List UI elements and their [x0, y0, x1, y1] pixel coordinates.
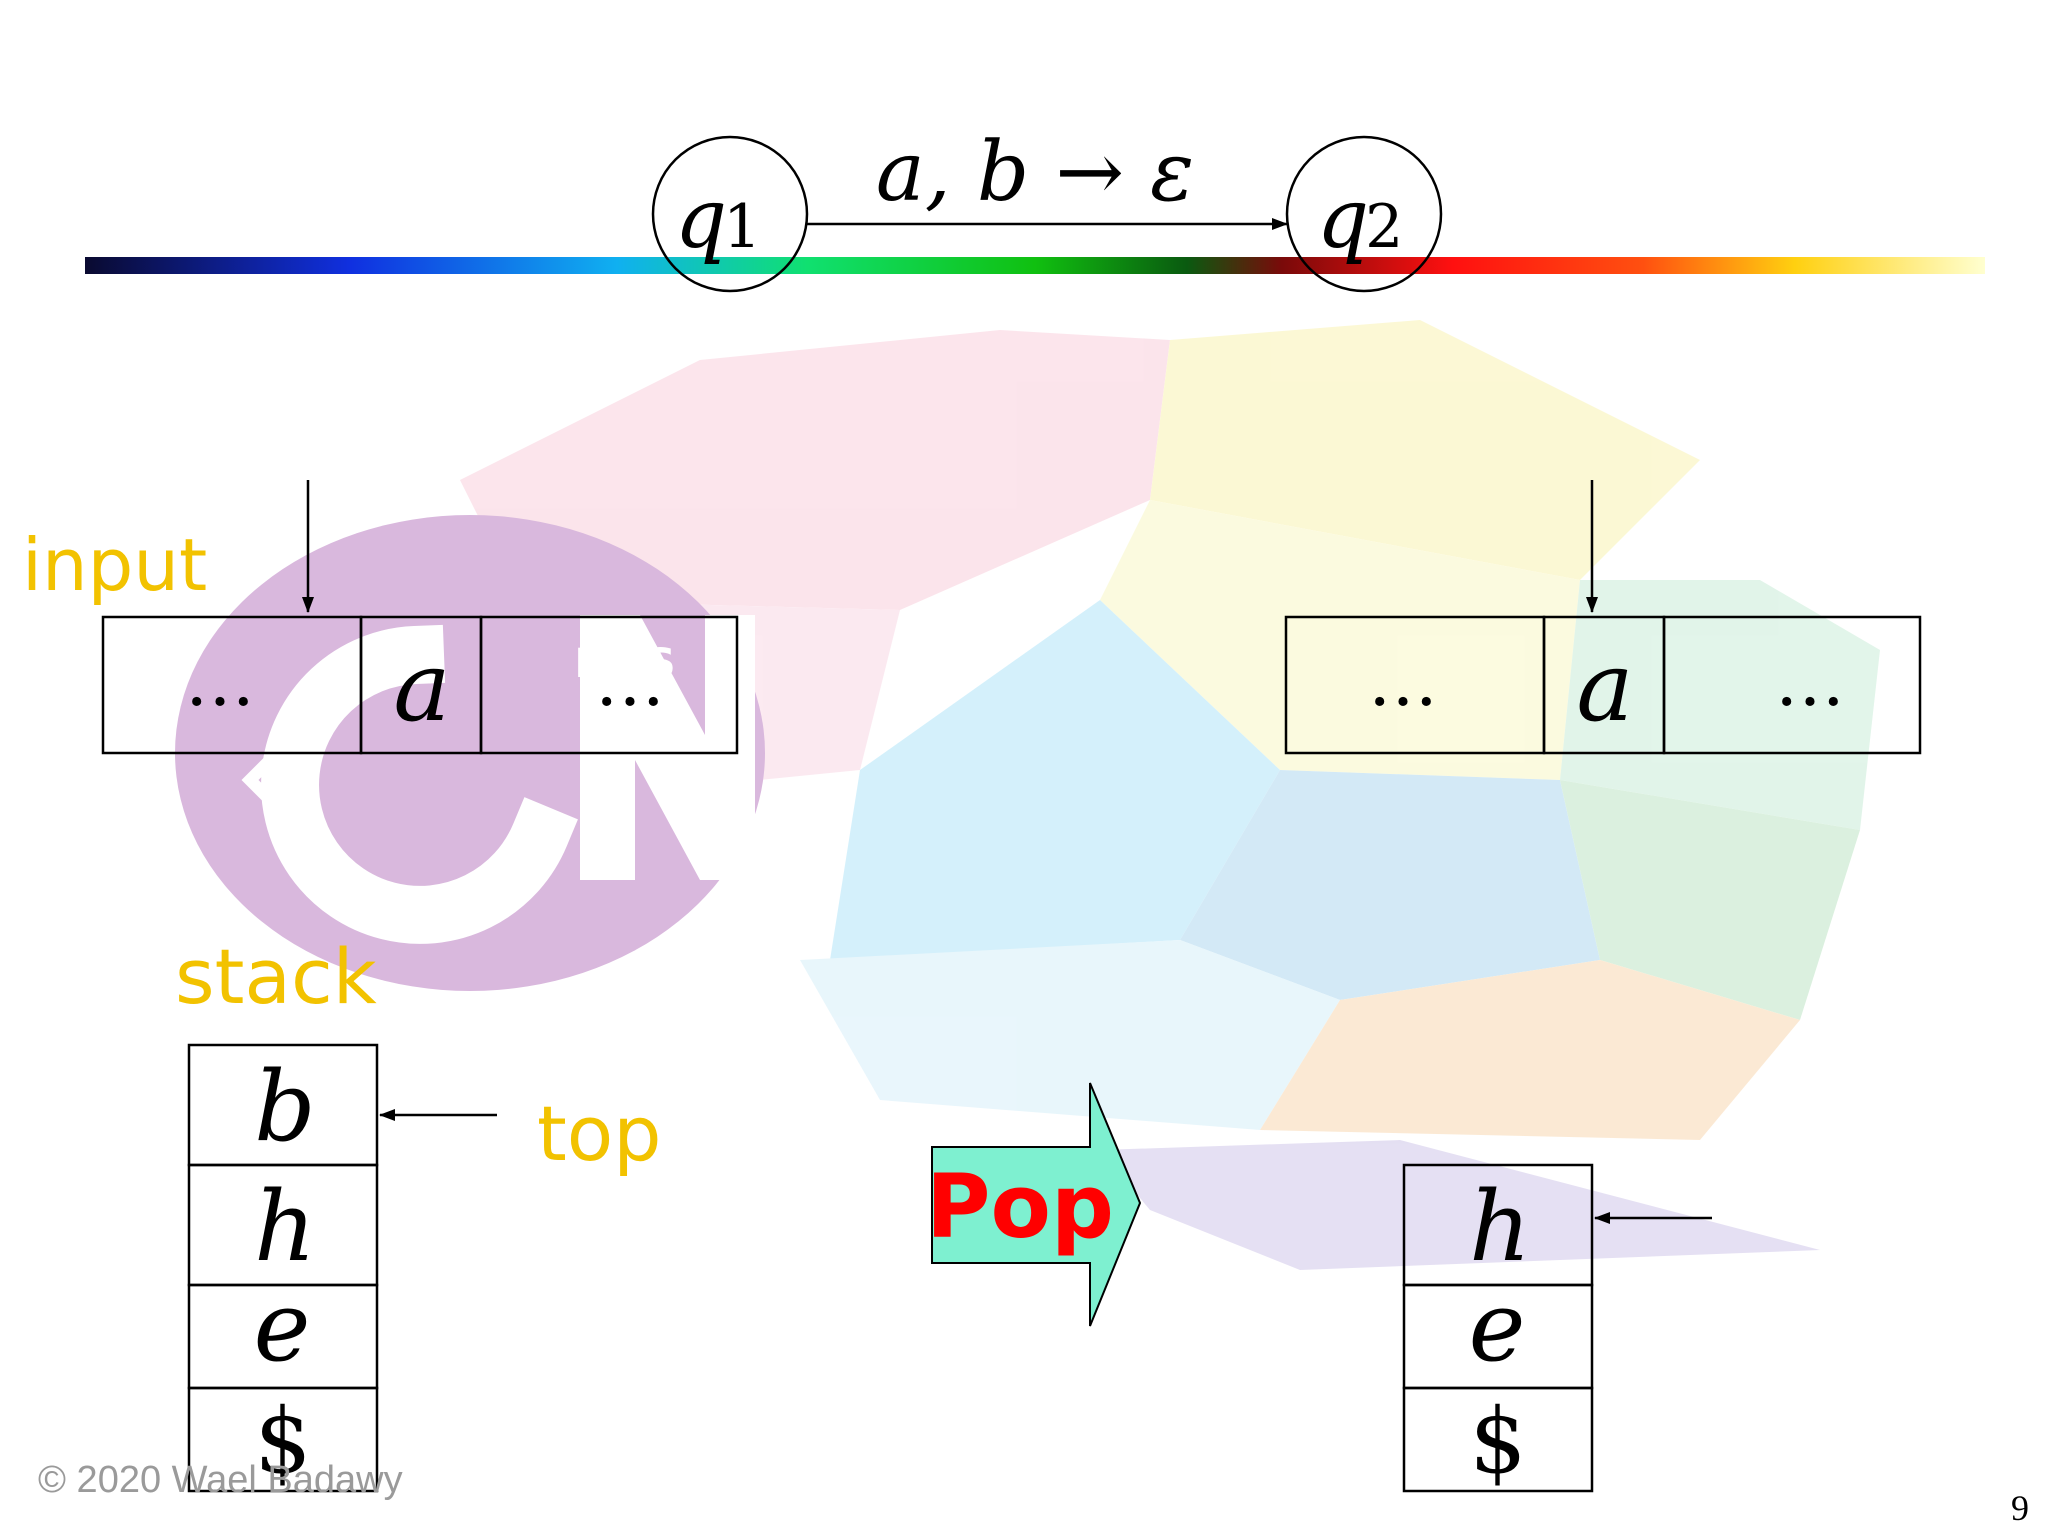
stack-label: stack: [175, 932, 377, 1021]
top-label: top: [537, 1089, 662, 1178]
state-q1-label: q1: [675, 172, 762, 267]
stack-after: h e $: [1402, 1163, 1712, 1494]
tape-symbol: a: [1576, 631, 1633, 743]
pop-arrow: Pop: [926, 1082, 1142, 1327]
stack-symbol: h: [1469, 1171, 1531, 1283]
page-number: 9: [2011, 1488, 2029, 1528]
input-tape-after: … a …: [1284, 480, 1922, 755]
brain-polygon-watermark: [440, 320, 1880, 1270]
tape-symbol: …: [1775, 640, 1845, 722]
stack-cell: [187, 1386, 379, 1493]
state-q2-label: q2: [1317, 172, 1404, 267]
stack-before: stack b h e $ top: [175, 932, 662, 1494]
stack-symbol: $: [254, 1389, 311, 1494]
tape-symbol: …: [1368, 640, 1438, 722]
state-q2: [1285, 135, 1443, 293]
input-label: input: [22, 523, 207, 607]
stack-cell: [1402, 1386, 1594, 1493]
stack-symbol: $: [1469, 1389, 1526, 1494]
tape-cell: [479, 615, 739, 755]
stack-symbol: e: [254, 1271, 311, 1383]
rainbow-divider: [85, 257, 1985, 274]
copyright-notice: © 2020 Wael Badawy: [38, 1459, 403, 1501]
state-q1: [651, 135, 809, 293]
stack-symbol: e: [1469, 1271, 1526, 1383]
pop-label: Pop: [926, 1155, 1114, 1258]
tape-symbol: …: [595, 640, 665, 722]
input-tape-before: input … a …: [22, 480, 739, 755]
state-transition: q1 q2 a, b → ε: [651, 125, 1443, 293]
itcs-watermark-text: ITCS: [574, 641, 675, 687]
tape-cell: [1662, 615, 1922, 755]
stack-symbol: h: [254, 1171, 316, 1283]
tape-symbol: a: [393, 631, 450, 743]
stack-symbol: b: [254, 1051, 315, 1163]
transition-label: a, b → ε: [876, 125, 1194, 220]
tape-symbol: …: [185, 640, 255, 722]
